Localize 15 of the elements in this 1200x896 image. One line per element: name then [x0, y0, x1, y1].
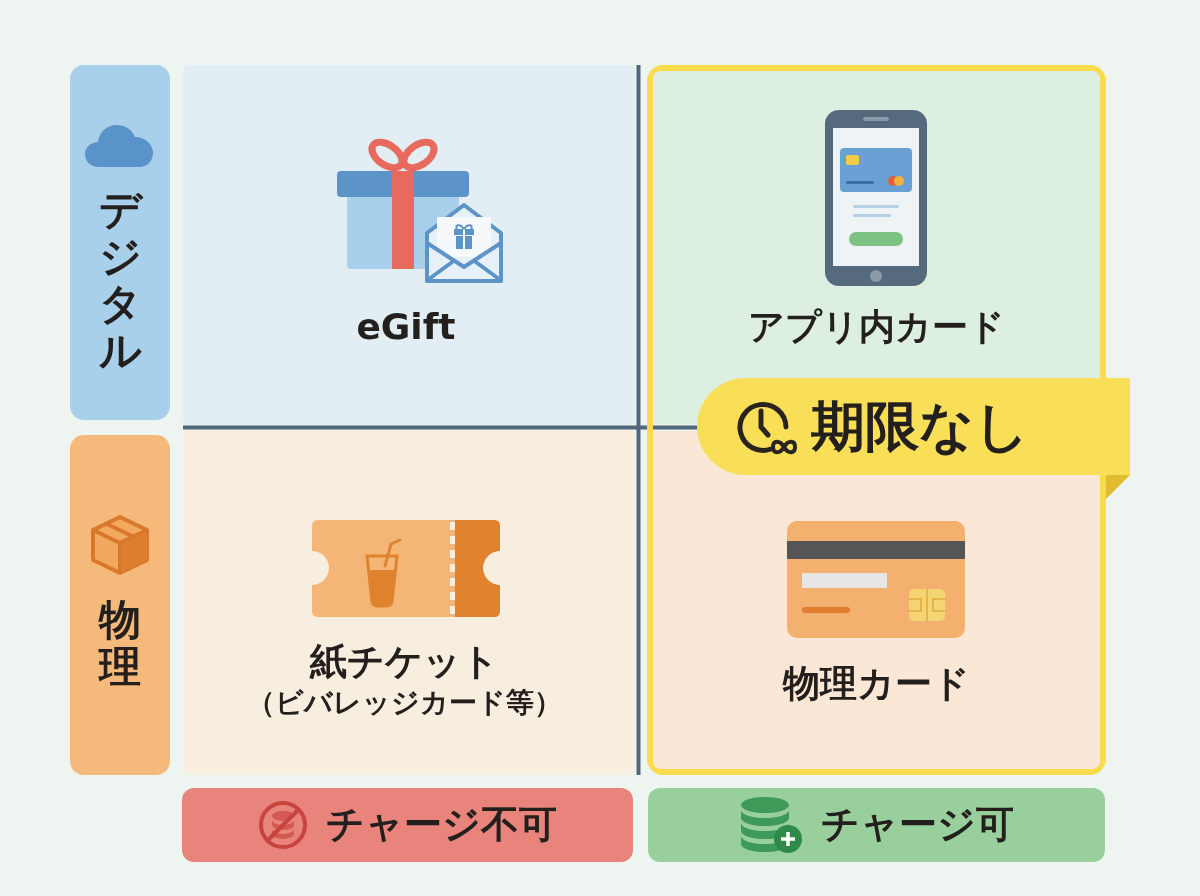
- column-label: チャージ不可: [326, 804, 557, 846]
- quadrant-panel: [183, 65, 635, 425]
- column-header: [648, 788, 1105, 862]
- quadrant-panel: [183, 430, 635, 775]
- cell-label: アプリ内カード: [747, 307, 1005, 347]
- tag-label: 期限なし: [811, 396, 1029, 457]
- row-header: [70, 435, 170, 775]
- row-label: 物理: [99, 596, 141, 691]
- cell-label: 物理カード: [782, 664, 970, 705]
- row-header: [70, 65, 170, 420]
- cell-label: 紙チケット: [309, 642, 499, 683]
- column-label: チャージ可: [821, 804, 1014, 846]
- cell-label: eGift: [356, 307, 456, 347]
- column-header: [182, 788, 633, 862]
- cell-note: （ビバレッジカード等）: [246, 688, 562, 719]
